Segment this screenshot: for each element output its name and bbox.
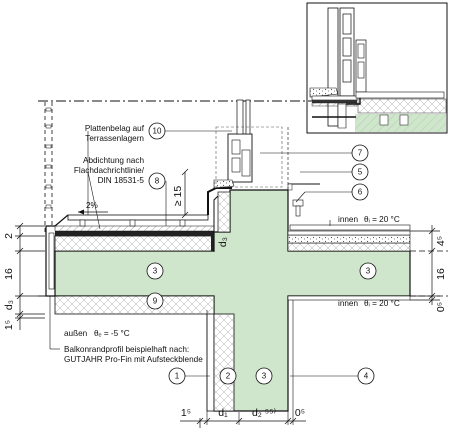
callout-6: 6 (351, 183, 369, 201)
label-abdichtung-3: DIN 18531-5 (98, 176, 145, 185)
label-ge15: ≥ 15 (172, 186, 184, 207)
inset-detail (306, 2, 448, 134)
terrace-insulation (54, 235, 215, 252)
label-slope: 2% (86, 201, 98, 210)
label-innen-bottom: innen (338, 299, 358, 308)
text-labels: Plattenbelag auf Terrassenlagern Abdicht… (64, 124, 400, 364)
label-abdichtung-1: Abdichtung nach (83, 156, 144, 165)
svg-text:3: 3 (366, 267, 371, 276)
slope-arrow (78, 209, 108, 215)
ceiling-plaster-right (287, 295, 411, 301)
dim-left-15: 1⁵ (3, 320, 15, 330)
callout-3-bottom: 3 (255, 367, 273, 385)
svg-text:9: 9 (153, 297, 158, 306)
dim-bottom-d2: d₂ ⁵⁵⁾ (252, 407, 277, 419)
dim-left-d3: d₃ (3, 300, 15, 310)
dim-bottom-15: 1⁵ (181, 407, 191, 419)
svg-text:8: 8 (155, 177, 160, 186)
label-aussen: außen (64, 329, 88, 338)
svg-text:1: 1 (175, 372, 180, 381)
label-theta-i-bottom: θᵢ = 20 °C (364, 299, 400, 308)
label-innen-top: innen (338, 215, 358, 224)
floor-insulation (287, 242, 411, 252)
callout-1: 1 (168, 367, 186, 385)
floor-screed (287, 234, 411, 244)
paving-slabs (67, 214, 209, 221)
leader-lines (49, 130, 358, 377)
label-d3-small: d₃ (217, 237, 229, 247)
inset-insulation (357, 98, 447, 114)
floor-finish (287, 230, 411, 236)
callout-4: 4 (357, 367, 375, 385)
insulation-under-slab (54, 295, 215, 315)
svg-text:5: 5 (358, 168, 363, 177)
wall-insulation-lower (213, 313, 235, 412)
dim-bottom-d1: d₁ (218, 407, 228, 419)
terrace-protection (54, 225, 215, 232)
callout-7: 7 (351, 144, 369, 162)
label-balkon-2: GUTJAHR Pro-Fin mit Aufsteckblende (64, 355, 203, 364)
callouts: 10 8 7 5 6 3 3 9 1 2 3 4 (146, 122, 377, 385)
label-plattenbelag-2: Terrassenlagern (85, 134, 144, 143)
callout-10: 10 (148, 122, 166, 140)
svg-text:3: 3 (262, 372, 267, 381)
svg-text:3: 3 (153, 267, 158, 276)
dim-right-05: 0⁵ (435, 302, 447, 312)
dim-left-2: 2 (3, 233, 15, 239)
dim-right-45: 4⁵ (435, 236, 447, 246)
terrace-membrane (55, 231, 214, 236)
svg-text:10: 10 (153, 127, 162, 136)
wall-insulation-top (217, 191, 231, 233)
label-plattenbelag-1: Plattenbelag auf (85, 124, 145, 133)
detail-reference-box (215, 126, 283, 188)
dimension-lines (15, 168, 440, 428)
label-theta-e: θₑ = -5 °C (94, 329, 130, 338)
dimension-texts: 2 16 d₃ 1⁵ 4⁵ 16 0⁵ 1⁵ d₁ d₂ ⁵⁵⁾ 0⁵ (3, 233, 447, 419)
label-balkon-1: Balkonrandprofil beispielhaft nach: (64, 345, 189, 354)
main-section (38, 99, 448, 425)
callout-3-right: 3 (359, 262, 377, 280)
callout-9: 9 (146, 292, 164, 310)
label-theta-i-top: θᵢ = 20 °C (364, 215, 400, 224)
dim-bottom-05: 0⁵ (295, 407, 305, 419)
callout-8: 8 (148, 172, 166, 190)
svg-text:7: 7 (358, 149, 363, 158)
callout-3-left: 3 (146, 262, 164, 280)
dim-right-16: 16 (435, 268, 447, 280)
label-abdichtung-2: Flachdachrichtlinie/ (74, 166, 145, 175)
svg-text:6: 6 (358, 188, 363, 197)
svg-text:4: 4 (364, 372, 369, 381)
dim-left-16: 16 (3, 268, 15, 280)
callout-5: 5 (351, 163, 369, 181)
callout-2: 2 (219, 367, 237, 385)
svg-text:2: 2 (226, 372, 231, 381)
